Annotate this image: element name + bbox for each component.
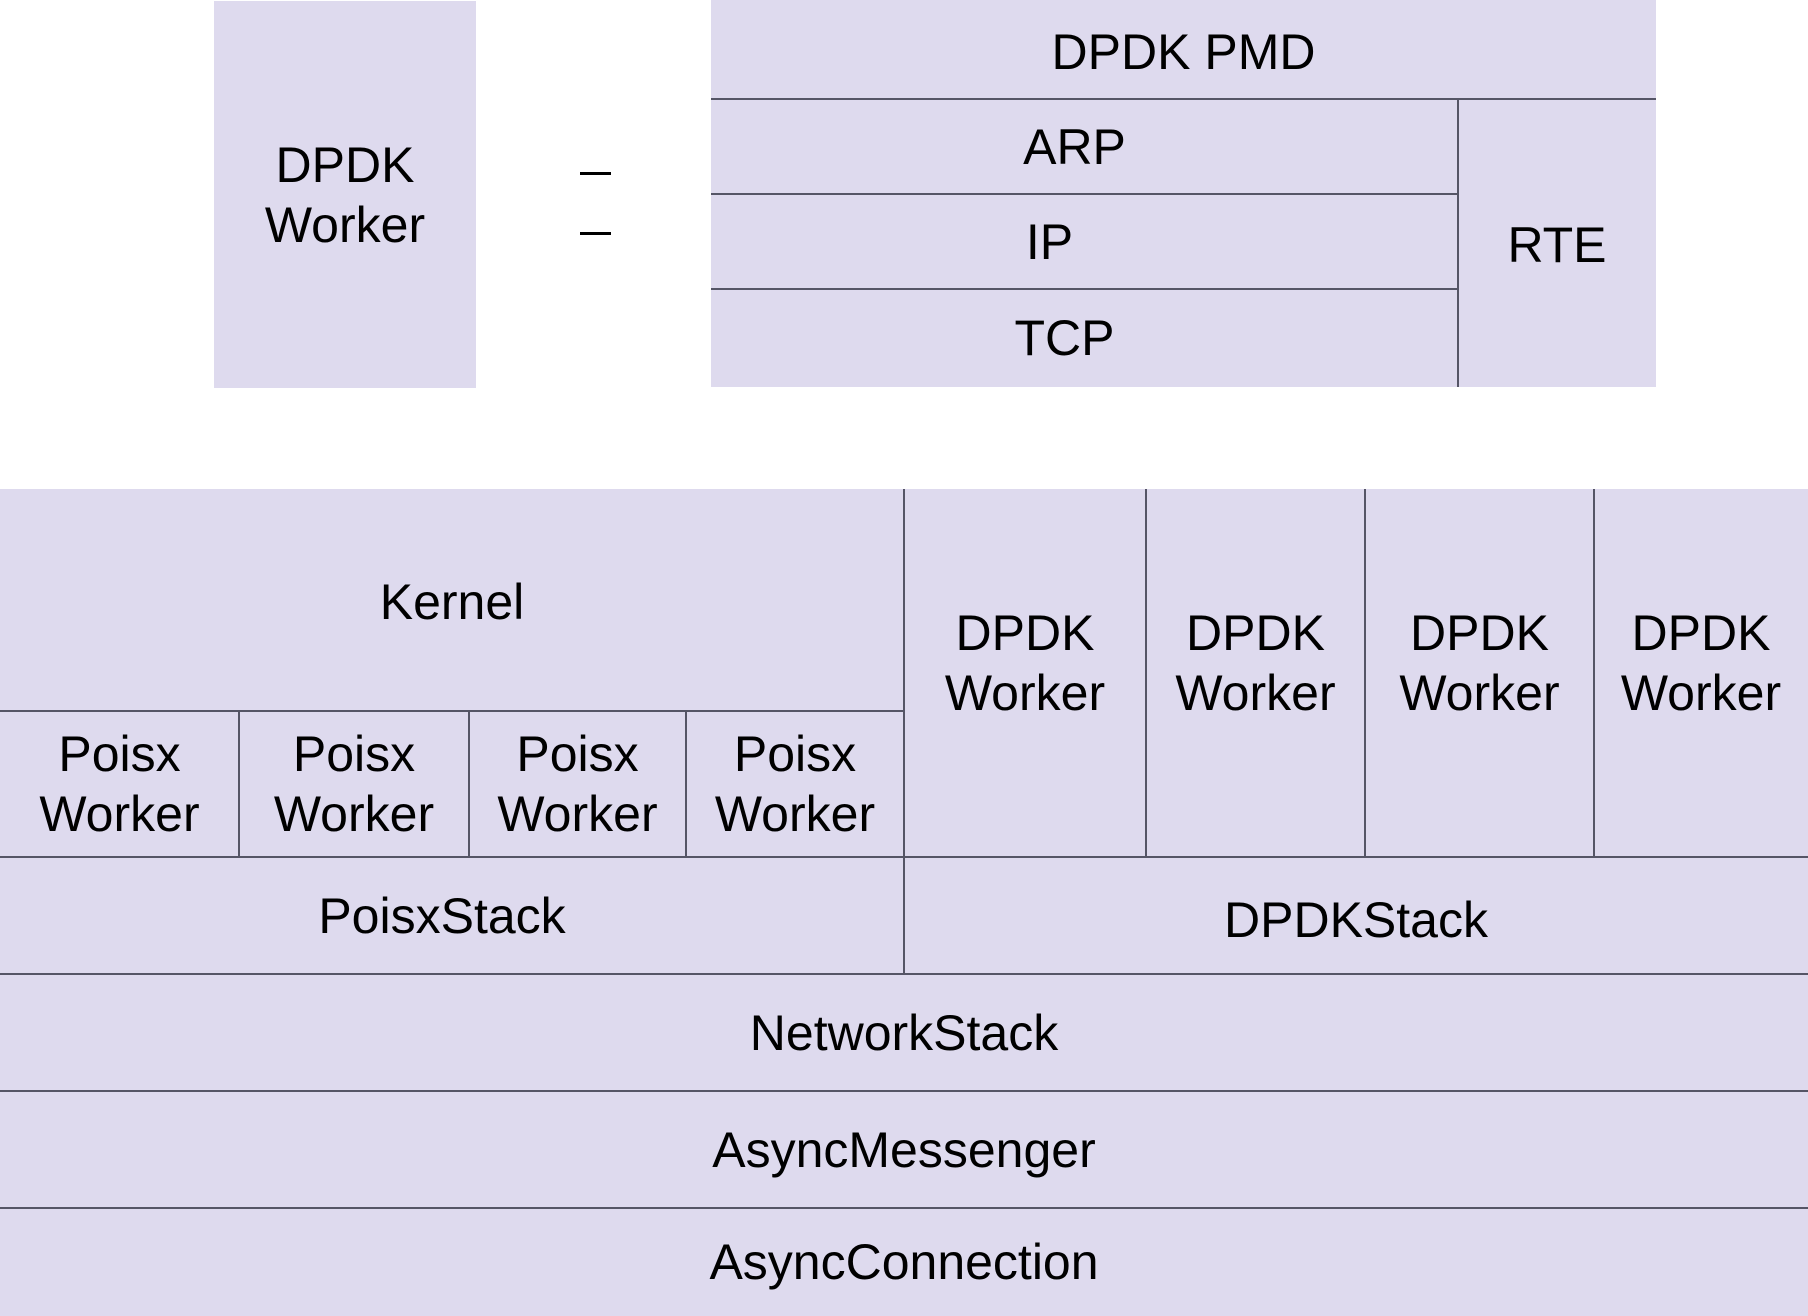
network-stack-label: NetworkStack xyxy=(749,1004,1059,1061)
posix-worker-2: Poisx Worker xyxy=(239,711,469,857)
dpdk-divider-2 xyxy=(1364,489,1366,857)
dpdk-divider-3 xyxy=(1593,489,1595,857)
kernel-box: Kernel xyxy=(0,489,904,711)
arp-label: ARP xyxy=(1023,118,1126,175)
dpdk-divider-1 xyxy=(1145,489,1147,857)
posix-stack-label: PoisxStack xyxy=(318,887,566,944)
messenger-bottom-divider xyxy=(0,1207,1808,1209)
posix-worker-4: Poisx Worker xyxy=(686,711,904,857)
posix-divider-1 xyxy=(238,711,240,857)
dpdk-stack-label: DPDKStack xyxy=(1224,891,1488,948)
ellipsis-dash-1 xyxy=(580,172,611,175)
pmd-divider xyxy=(711,98,1656,100)
async-connection-box: AsyncConnection xyxy=(0,1208,1808,1316)
posix-worker-3-label: Poisx Worker xyxy=(497,726,658,842)
dpdk-worker-1-label: DPDK Worker xyxy=(944,605,1106,721)
arp-box: ARP xyxy=(711,99,1458,194)
async-connection-label: AsyncConnection xyxy=(709,1234,1099,1290)
ip-box: IP xyxy=(711,194,1458,289)
posix-worker-4-label: Poisx Worker xyxy=(714,726,876,842)
posix-stack-box: PoisxStack xyxy=(0,857,904,974)
top-dpdk-worker-label: DPDK Worker xyxy=(264,136,426,253)
dpdk-worker-2: DPDK Worker xyxy=(1146,489,1365,857)
network-stack-box: NetworkStack xyxy=(0,974,1808,1091)
async-messenger-box: AsyncMessenger xyxy=(0,1091,1808,1208)
ip-label: IP xyxy=(1025,213,1074,270)
tcp-label: TCP xyxy=(1014,310,1115,366)
posix-worker-3: Poisx Worker xyxy=(469,711,686,857)
dpdk-pmd-box: DPDK PMD xyxy=(711,0,1656,99)
rte-box: RTE xyxy=(1458,99,1656,387)
dpdk-worker-4-label: DPDK Worker xyxy=(1620,605,1782,721)
kernel-bottom-divider xyxy=(0,710,904,712)
posix-dpdk-divider xyxy=(903,489,905,974)
kernel-label: Kernel xyxy=(379,574,525,630)
stacks-bottom-divider xyxy=(0,973,1808,975)
posix-worker-2-label: Poisx Worker xyxy=(273,726,435,842)
arp-divider xyxy=(711,193,1458,195)
dpdk-worker-2-label: DPDK Worker xyxy=(1175,605,1336,721)
tcp-box: TCP xyxy=(711,289,1458,387)
ip-divider xyxy=(711,288,1458,290)
ellipsis-dash-2 xyxy=(580,232,611,235)
dpdk-worker-3-label: DPDK Worker xyxy=(1399,605,1560,721)
posix-divider-3 xyxy=(685,711,687,857)
rte-label: RTE xyxy=(1507,217,1607,273)
top-dpdk-worker-box: DPDK Worker xyxy=(214,1,476,388)
dpdk-pmd-label: DPDK PMD xyxy=(1051,23,1316,80)
dpdk-stack-box: DPDKStack xyxy=(904,857,1808,974)
posix-divider-2 xyxy=(468,711,470,857)
posix-worker-1-label: Poisx Worker xyxy=(39,726,200,842)
rte-divider xyxy=(1457,99,1459,387)
dpdk-worker-1: DPDK Worker xyxy=(904,489,1146,857)
dpdk-worker-3: DPDK Worker xyxy=(1365,489,1594,857)
dpdk-worker-4: DPDK Worker xyxy=(1594,489,1808,857)
posix-worker-1: Poisx Worker xyxy=(0,711,239,857)
network-bottom-divider xyxy=(0,1090,1808,1092)
async-messenger-label: AsyncMessenger xyxy=(712,1121,1096,1178)
